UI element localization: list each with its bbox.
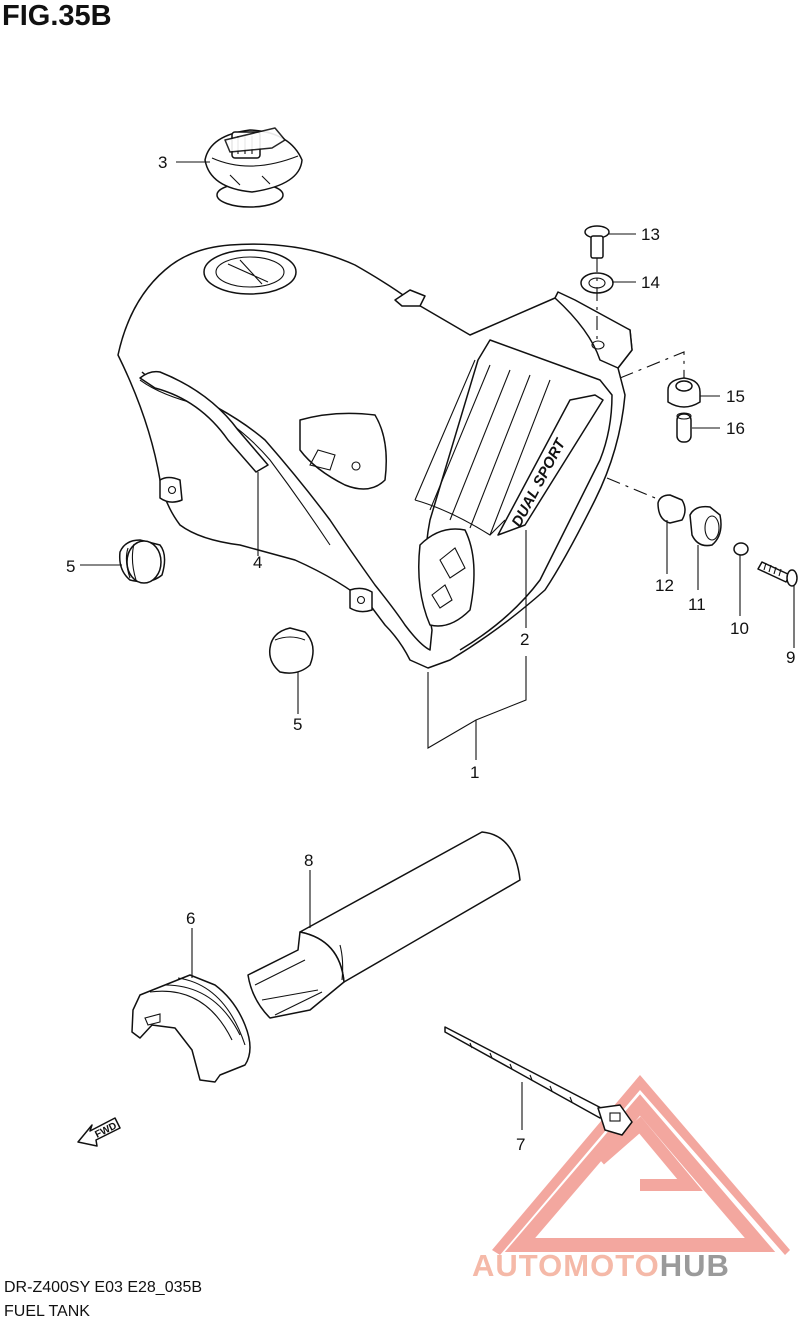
grommet-part-15: [667, 377, 701, 408]
figure-title: FIG.35B: [2, 0, 112, 32]
callout-6: 6: [186, 909, 195, 928]
model-code: DR-Z400SY E03 E28_035B: [4, 1279, 203, 1296]
callout-14: 14: [641, 273, 660, 292]
callout-12: 12: [655, 576, 674, 595]
fuel-tank-body-part-1: DUAL SPORT: [117, 243, 633, 669]
watermark-text-part1: AUTOMOTO: [472, 1248, 660, 1283]
callout-15: 15: [726, 387, 745, 406]
collar-part-16: [676, 412, 692, 443]
callout-4: 4: [253, 553, 262, 572]
callout-16: 16: [726, 419, 745, 438]
fwd-arrow-icon: FWD: [77, 1117, 121, 1147]
callout-5-upper: 5: [66, 557, 75, 576]
leader-lines: [80, 161, 795, 1130]
spacer-part-12: [657, 494, 686, 524]
grommet-part-11: [689, 505, 722, 547]
cable-tie-part-7: [444, 1026, 633, 1136]
fuel-cap-part-3: [204, 127, 303, 208]
bracket-part-6: [131, 974, 251, 1083]
callout-13: 13: [641, 225, 660, 244]
callout-7: 7: [516, 1135, 525, 1154]
callout-2: 2: [520, 630, 529, 649]
washer-part-10: [733, 542, 749, 556]
bolt-part-13: [584, 225, 610, 259]
callout-5-lower: 5: [293, 715, 302, 734]
callout-3: 3: [158, 153, 167, 172]
callout-9: 9: [786, 648, 795, 667]
part-4-strip: [139, 370, 269, 473]
fwd-label: FWD: [93, 1121, 118, 1141]
callout-labels: 3 13 14 15 16 5 4 12 11 10 9 2 5 1 8 6 7: [66, 153, 795, 1154]
bolt-part-9: [757, 561, 798, 587]
figure-caption: FUEL TANK: [4, 1303, 90, 1320]
callout-8: 8: [304, 851, 313, 870]
cushion-part-5-lower: [268, 627, 314, 674]
callout-11: 11: [688, 595, 706, 614]
callout-10: 10: [730, 619, 749, 638]
watermark-text-part2: HUB: [659, 1248, 730, 1283]
callout-1: 1: [470, 763, 479, 782]
watermark-text: AUTOMOTOHUB: [472, 1248, 730, 1284]
watermark-logo: [492, 1075, 790, 1255]
cushion-part-5-upper: [118, 539, 166, 584]
tube-part-8: [247, 831, 521, 1019]
